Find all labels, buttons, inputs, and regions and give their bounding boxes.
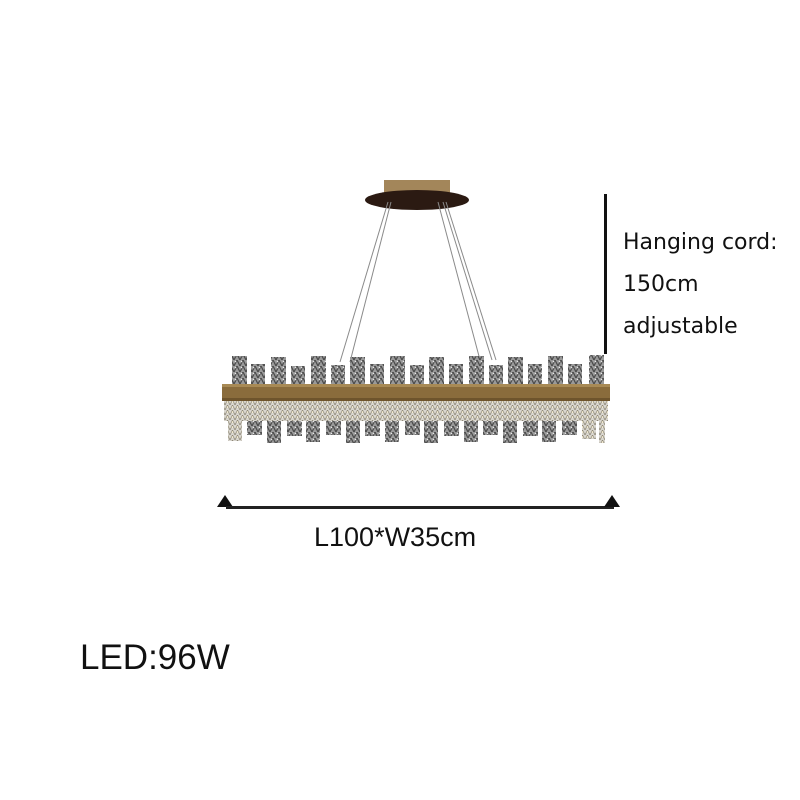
cord-length-indicator-line xyxy=(604,194,607,354)
suspension-cords xyxy=(339,201,497,363)
power-label: LED:96W xyxy=(80,638,230,677)
dimension-arrow-left-icon xyxy=(217,495,233,507)
dimensions-label: L100*W35cm xyxy=(314,522,477,552)
ceiling-canopy xyxy=(365,180,469,210)
hanging-cord-adjustable: adjustable xyxy=(623,314,738,339)
hanging-cord-spec: Hanging cord: 150cm adjustable xyxy=(623,222,778,348)
upper-crystals xyxy=(232,355,604,384)
gold-frame-bar xyxy=(222,384,610,401)
dimension-arrow-right-icon xyxy=(604,495,620,507)
hanging-cord-length: 150cm xyxy=(623,272,699,297)
dimension-line xyxy=(226,506,614,509)
hanging-cord-title: Hanging cord: xyxy=(623,230,778,255)
lower-crystals xyxy=(224,401,608,443)
